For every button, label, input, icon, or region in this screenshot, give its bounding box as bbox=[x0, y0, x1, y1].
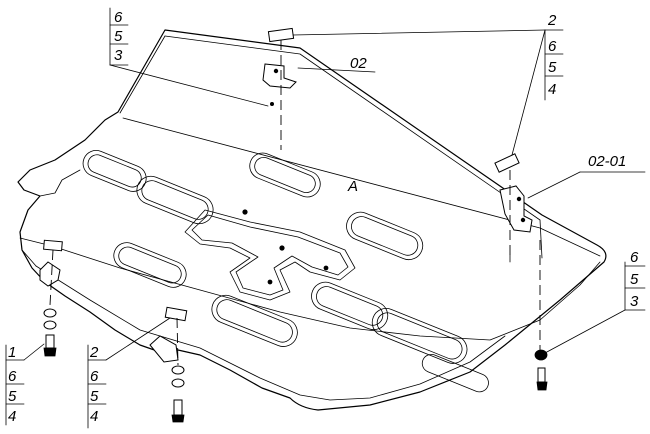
label-02: 02 bbox=[350, 55, 367, 72]
label-6: 6 bbox=[548, 38, 557, 55]
leader-lines bbox=[5, 7, 646, 429]
label-1: 1 bbox=[8, 344, 16, 361]
label-4: 4 bbox=[8, 408, 16, 425]
fastener-right bbox=[534, 349, 548, 391]
label-5: 5 bbox=[114, 28, 123, 45]
label-stack-top-right: 2 6 5 4 bbox=[544, 12, 564, 98]
stiffening-ribs bbox=[82, 102, 489, 393]
fastener-left bbox=[43, 308, 57, 357]
label-5: 5 bbox=[630, 271, 639, 288]
label-5: 5 bbox=[90, 388, 99, 405]
fastener-center bbox=[171, 365, 185, 423]
label-6: 6 bbox=[630, 249, 639, 266]
front-left-bracket bbox=[39, 239, 63, 287]
label-stack-top-left: 6 5 3 bbox=[109, 9, 129, 64]
label-2: 2 bbox=[547, 12, 557, 29]
label-stack-bottom-center: 2 6 5 4 bbox=[87, 344, 107, 425]
front-center-bracket bbox=[149, 306, 188, 363]
label-4: 4 bbox=[90, 408, 98, 425]
bracket-02-01 bbox=[494, 153, 533, 233]
label-4: 4 bbox=[548, 81, 556, 98]
label-3: 3 bbox=[630, 293, 639, 310]
marker-a: A bbox=[347, 178, 358, 195]
label-5: 5 bbox=[8, 388, 17, 405]
label-stack-bottom-left: 1 6 5 4 bbox=[5, 344, 25, 425]
label-stack-right: 6 5 3 bbox=[624, 249, 646, 310]
skid-plate bbox=[17, 29, 607, 411]
bracket-02 bbox=[262, 27, 297, 89]
label-2: 2 bbox=[89, 344, 99, 361]
label-6: 6 bbox=[8, 368, 17, 385]
label-6: 6 bbox=[114, 9, 123, 26]
label-02-01: 02-01 bbox=[588, 153, 626, 170]
label-5: 5 bbox=[548, 59, 557, 76]
label-3: 3 bbox=[114, 47, 123, 64]
label-6: 6 bbox=[90, 368, 99, 385]
